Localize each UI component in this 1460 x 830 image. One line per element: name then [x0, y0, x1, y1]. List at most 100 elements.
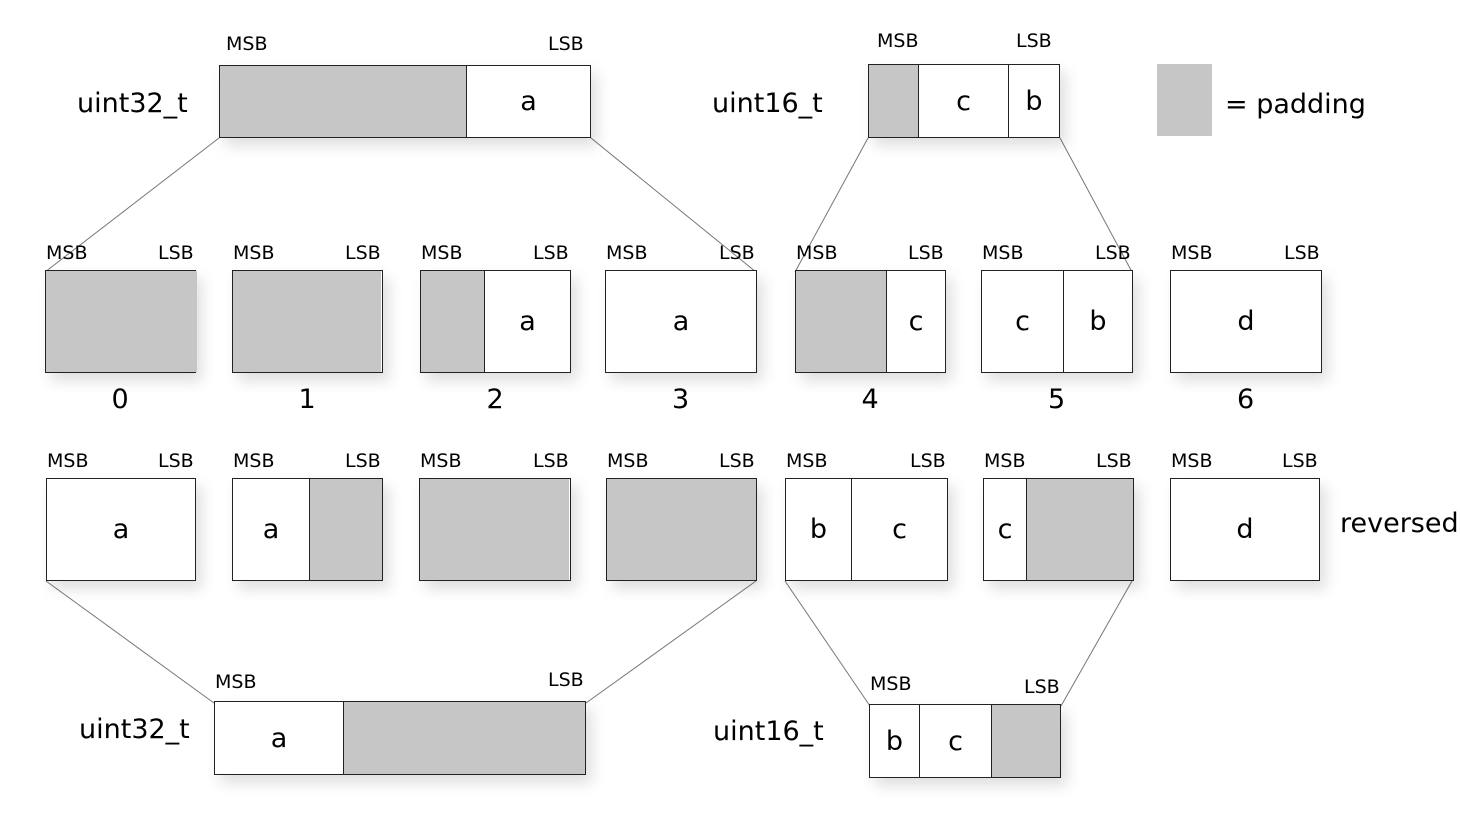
field-segment: c — [851, 479, 947, 580]
reversed-byte-box-2 — [419, 478, 571, 581]
byte-box-2: a — [420, 270, 571, 373]
byte-index-3: 3 — [672, 384, 690, 415]
msb-label: MSB — [421, 242, 463, 264]
byte-index-1: 1 — [298, 384, 316, 415]
padding-segment — [796, 271, 886, 372]
msb-label: MSB — [226, 33, 268, 55]
lsb-label: LSB — [345, 242, 381, 264]
padding-segment — [343, 702, 585, 774]
msb-label: MSB — [877, 30, 919, 52]
lsb-label: LSB — [910, 450, 946, 472]
lsb-label: LSB — [719, 450, 755, 472]
lsb-label: LSB — [1282, 450, 1318, 472]
reversed-byte-box-3 — [606, 478, 757, 581]
msb-label: MSB — [982, 242, 1024, 264]
msb-label: MSB — [233, 450, 275, 472]
msb-label: MSB — [796, 242, 838, 264]
padding-segment — [220, 66, 466, 137]
byte-index-2: 2 — [486, 384, 504, 415]
lsb-label: LSB — [158, 242, 194, 264]
lsb-label: LSB — [533, 450, 569, 472]
msb-label: MSB — [233, 242, 275, 264]
lsb-label: LSB — [1284, 242, 1320, 264]
byte-index-0: 0 — [111, 384, 129, 415]
padding-segment — [233, 271, 381, 372]
lsb-label: LSB — [345, 450, 381, 472]
uint32-type-label: uint32_t — [77, 88, 188, 119]
field-segment: d — [1237, 306, 1255, 337]
field-segment: d — [1236, 514, 1254, 545]
field-segment: c — [918, 65, 1008, 137]
msb-label: MSB — [1171, 242, 1213, 264]
byte-box-3: a — [605, 270, 757, 373]
byte-index-6: 6 — [1237, 384, 1255, 415]
msb-label: MSB — [606, 242, 648, 264]
reversed-byte-box-6: d — [1170, 478, 1320, 581]
uint32-type-label: uint32_t — [79, 714, 190, 745]
padding-segment — [46, 271, 197, 372]
uint32-bottom-box: a — [214, 701, 586, 775]
padding-segment — [991, 705, 1060, 777]
field-segment: a — [270, 722, 288, 754]
connector-line — [45, 580, 215, 704]
field-segment: c — [1015, 306, 1030, 337]
lsb-label: LSB — [1095, 242, 1131, 264]
msb-label: MSB — [984, 450, 1026, 472]
msb-label: MSB — [47, 450, 89, 472]
byte-box-0 — [45, 270, 197, 373]
msb-label: MSB — [420, 450, 462, 472]
padding-legend-label: = padding — [1225, 89, 1366, 120]
field-segment: a — [262, 514, 280, 545]
padding-segment — [1026, 479, 1133, 580]
msb-label: MSB — [1171, 450, 1213, 472]
reversed-label: reversed — [1340, 508, 1459, 539]
lsb-label: LSB — [1016, 30, 1052, 52]
uint16-type-label: uint16_t — [713, 716, 824, 747]
connector-line — [794, 137, 869, 273]
byte-box-6: d — [1170, 270, 1322, 373]
field-segment: b — [809, 514, 828, 545]
connector-line — [44, 137, 220, 273]
padding-segment — [420, 479, 569, 580]
reversed-byte-box-1: a — [232, 478, 383, 581]
msb-label: MSB — [870, 673, 912, 695]
connector-line — [784, 580, 871, 707]
padding-segment — [607, 479, 756, 580]
msb-label: MSB — [786, 450, 828, 472]
field-segment: a — [112, 514, 130, 545]
byte-box-1 — [232, 270, 383, 373]
reversed-byte-box-0: a — [46, 478, 196, 581]
field-segment: c — [886, 271, 945, 372]
field-segment: a — [484, 271, 570, 372]
field-segment: b — [1063, 271, 1132, 372]
lsb-label: LSB — [908, 242, 944, 264]
lsb-label: LSB — [1024, 676, 1060, 698]
field-segment: c — [919, 705, 991, 777]
msb-label: MSB — [607, 450, 649, 472]
lsb-label: LSB — [158, 450, 194, 472]
padding-legend-swatch — [1157, 64, 1212, 136]
lsb-label: LSB — [548, 33, 584, 55]
field-segment: b — [1008, 65, 1059, 137]
padding-segment — [421, 271, 484, 372]
msb-label: MSB — [46, 242, 88, 264]
uint16-type-label: uint16_t — [712, 88, 823, 119]
byte-box-4: c — [795, 270, 946, 373]
field-segment: a — [466, 66, 590, 137]
padding-segment — [869, 65, 918, 137]
lsb-label: LSB — [719, 242, 755, 264]
reversed-byte-box-5: c — [983, 478, 1134, 581]
connector-line — [585, 580, 757, 704]
padding-segment — [309, 479, 382, 580]
field-segment: a — [672, 306, 690, 337]
lsb-label: LSB — [1096, 450, 1132, 472]
msb-label: MSB — [215, 671, 257, 693]
field-segment: b — [885, 725, 904, 757]
connector-line — [1059, 137, 1133, 273]
